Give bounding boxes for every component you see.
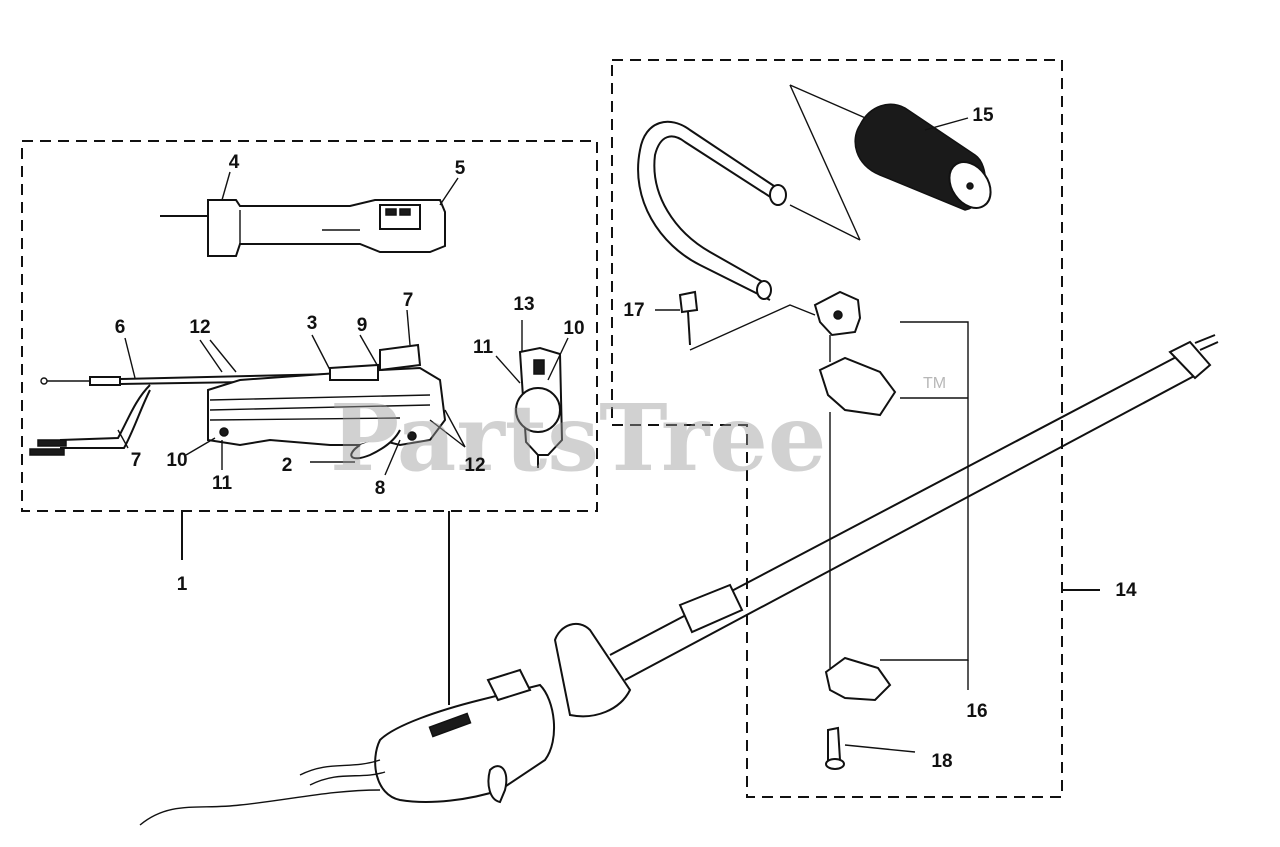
throttle-housing-part: [160, 199, 446, 257]
watermark-trademark: TM: [923, 375, 946, 392]
callout-18: 18: [931, 751, 952, 772]
watermark-text: PartsTree: [330, 384, 826, 492]
boom-tube-part: [553, 334, 1219, 718]
callouts: 1 2 3 4 5 6 7 7 8 9 10 10 11 11 12 12 13…: [115, 105, 1137, 772]
callout-6: 6: [115, 317, 126, 338]
handle-assembly-group-box: [21, 140, 598, 512]
callout-11-right: 11: [473, 337, 494, 358]
callout-3: 3: [307, 313, 318, 334]
throttle-clamp-part: [515, 346, 564, 468]
lower-clamp-part: [824, 656, 892, 770]
callout-7-top: 7: [403, 290, 414, 311]
callout-11-left: 11: [212, 473, 233, 494]
callout-5: 5: [455, 158, 466, 179]
callout-2: 2: [282, 455, 293, 476]
throttle-assembly-part: [29, 343, 447, 460]
bolt-part: [678, 290, 816, 351]
callout-7-bottom: 7: [131, 450, 142, 471]
callout-17: 17: [623, 300, 644, 321]
callout-12-bottom: 12: [464, 455, 485, 476]
callout-4: 4: [229, 152, 240, 173]
callout-12-top: 12: [189, 317, 210, 338]
watermark: PartsTree TM: [330, 375, 946, 492]
callout-13: 13: [513, 294, 534, 315]
callout-16: 16: [966, 701, 987, 722]
grip-part: [854, 103, 992, 211]
callout-9: 9: [357, 315, 368, 336]
callout-1: 1: [177, 574, 188, 595]
callout-14: 14: [1115, 580, 1137, 601]
part-leaders: [117, 117, 969, 753]
engine-housing-part: [139, 668, 556, 826]
callout-10-left: 10: [166, 450, 187, 471]
callout-10-right: 10: [563, 318, 584, 339]
callout-15: 15: [972, 105, 994, 126]
callout-8: 8: [375, 478, 386, 499]
loop-handle-part: [637, 84, 871, 301]
upper-clamp-part: [813, 290, 897, 417]
boom-hardware-group-box: [611, 59, 1063, 798]
